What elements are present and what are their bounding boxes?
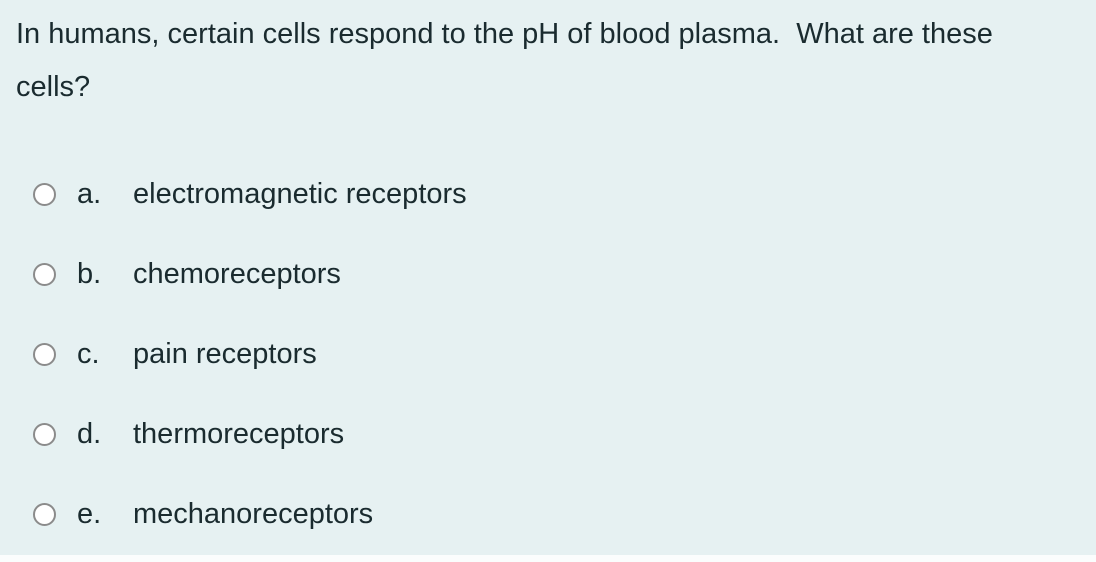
option-row[interactable]: d. thermoreceptors	[0, 394, 1096, 474]
option-row[interactable]: c. pain receptors	[0, 314, 1096, 394]
radio-button-icon[interactable]	[33, 262, 56, 286]
option-letter: b.	[77, 257, 102, 290]
radio-button-icon[interactable]	[33, 422, 56, 446]
radio-button-icon[interactable]	[33, 502, 56, 526]
option-label: thermoreceptors	[133, 417, 345, 450]
option-row[interactable]: e. mechanoreceptors	[0, 474, 1096, 554]
option-label: electromagnetic receptors	[133, 177, 467, 210]
option-label: mechanoreceptors	[133, 497, 374, 530]
bottom-strip	[0, 555, 1096, 562]
option-letter: d.	[77, 417, 102, 450]
option-row[interactable]: b. chemoreceptors	[0, 234, 1096, 314]
options-list: a. electromagnetic receptors b. chemorec…	[0, 154, 1096, 554]
option-letter: a.	[77, 177, 102, 210]
question-text: In humans, certain cells respond to the …	[16, 18, 1001, 103]
option-label: chemoreceptors	[133, 257, 341, 290]
option-row[interactable]: a. electromagnetic receptors	[0, 154, 1096, 234]
option-letter: c.	[77, 337, 100, 370]
radio-button-icon[interactable]	[33, 182, 56, 206]
radio-button-icon[interactable]	[33, 342, 56, 366]
option-label: pain receptors	[133, 337, 317, 370]
option-letter: e.	[77, 497, 102, 530]
